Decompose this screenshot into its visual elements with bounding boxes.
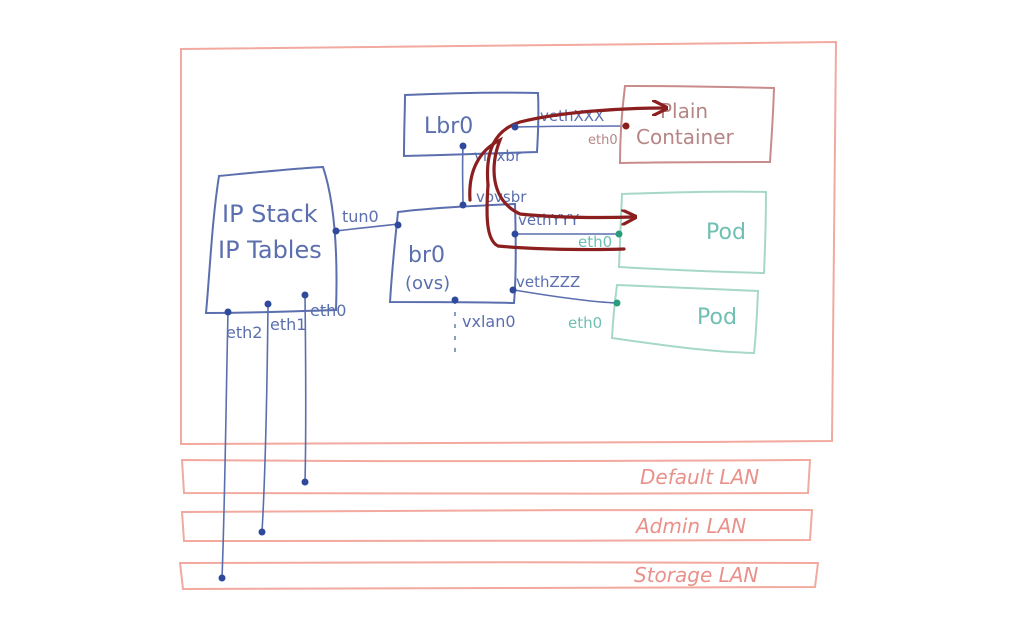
- pod-1-label: Pod: [706, 220, 746, 245]
- dot-icon: [511, 230, 519, 238]
- ip-stack-line1: IP Stack: [222, 200, 318, 228]
- vethzzz-link: [513, 289, 618, 304]
- host-nic-links: [221, 294, 307, 579]
- lbr0-label: Lbr0: [424, 114, 473, 139]
- dot-icon: [301, 291, 309, 299]
- host-outline: [180, 40, 838, 446]
- traffic-arrow-to-pod: [468, 136, 634, 218]
- eth0-host-label: eth0: [310, 301, 346, 320]
- tun0-label: tun0: [342, 207, 379, 226]
- lan-default-label: Default LAN: [640, 465, 759, 489]
- br0-sublabel: (ovs): [405, 273, 450, 294]
- dot-icon: [332, 227, 340, 235]
- dot-icon: [459, 201, 467, 209]
- lbr0-box: Lbr0: [402, 91, 540, 158]
- pod-2-eth-label: eth0: [568, 314, 602, 332]
- plain-container-line2: Container: [636, 125, 735, 149]
- traffic-path: [468, 108, 665, 252]
- vethxxx-link: [514, 125, 627, 128]
- lan-admin-label: Admin LAN: [634, 514, 746, 538]
- eth2-label: eth2: [226, 323, 262, 342]
- pod-1-eth-label: eth0: [578, 233, 612, 251]
- pod-2-label: Pod: [697, 305, 737, 330]
- dot-icon: [622, 122, 630, 130]
- dot-icon: [394, 221, 402, 229]
- vethzzz-label: vethZZZ: [516, 273, 580, 291]
- ip-stack-line2: IP Tables: [218, 236, 322, 264]
- connection-points: [218, 122, 630, 582]
- dot-icon: [451, 296, 459, 304]
- traffic-arrow-to-container: [485, 108, 665, 187]
- pod-box-2: Pod eth0: [568, 283, 760, 355]
- plain-container-eth-label: eth0: [588, 133, 618, 148]
- dot-icon: [264, 300, 272, 308]
- dot-icon: [613, 299, 621, 307]
- br0-box: br0 (ovs): [388, 202, 517, 305]
- plain-container-box: Plain Container eth0: [588, 84, 776, 165]
- dot-icon: [218, 574, 226, 582]
- lan-admin: Admin LAN: [180, 508, 814, 543]
- traffic-path-loop: [485, 183, 626, 252]
- dot-icon: [615, 230, 623, 238]
- ip-stack-box: IP Stack IP Tables: [204, 165, 338, 315]
- dot-icon: [301, 478, 309, 486]
- dot-icon: [258, 528, 266, 536]
- dot-icon: [224, 308, 232, 316]
- tun0-link: [335, 223, 400, 232]
- dot-icon: [511, 123, 519, 131]
- lan-storage-label: Storage LAN: [634, 563, 758, 587]
- dot-icon: [509, 286, 517, 294]
- eth1-label: eth1: [270, 315, 306, 334]
- vxlan0-label: vxlan0: [462, 312, 516, 331]
- pod-box-1: Pod eth0: [578, 190, 768, 275]
- br0-label: br0: [408, 243, 445, 268]
- lan-default: Default LAN: [180, 458, 812, 495]
- dot-icon: [459, 142, 467, 150]
- lan-storage: Storage LAN: [178, 561, 820, 591]
- plain-container-line1: Plain: [660, 99, 708, 123]
